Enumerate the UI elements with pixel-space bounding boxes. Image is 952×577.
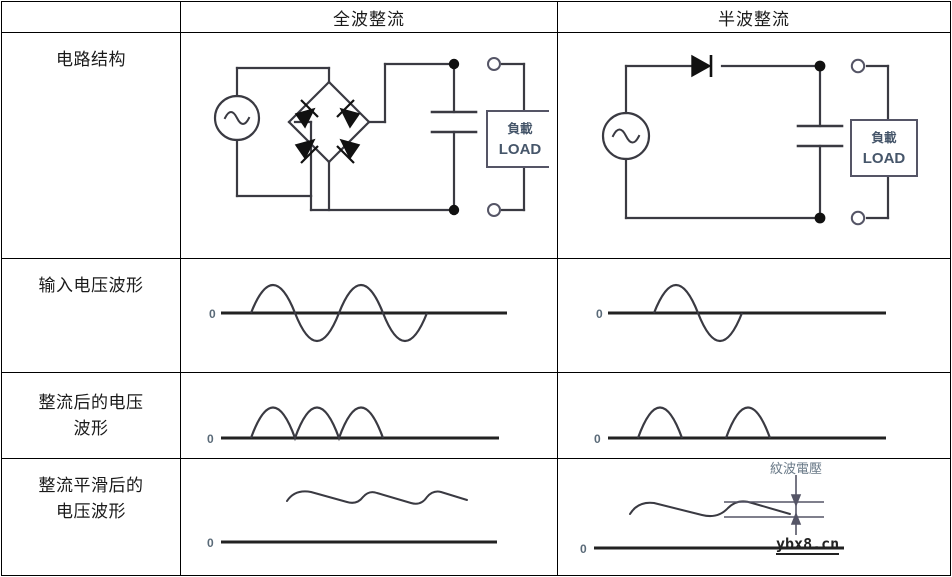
cell-halfwave-rectified-waveform: 0 (557, 372, 951, 459)
load-box: 負載 LOAD (486, 109, 549, 168)
chart-fullwave-rectified: 0 (207, 406, 499, 446)
load-label-cn: 負載 (507, 121, 533, 136)
table-row-smoothed-waveform: 整流平滑后的 电压波形 0 0 (1, 458, 951, 576)
ripple-measure-arrow (790, 474, 802, 535)
fullwave-bridge-circuit-diagram: 負載 LOAD (213, 56, 549, 217)
zero-axis-label: 0 (596, 307, 603, 321)
load-box: 負載 LOAD (850, 118, 918, 177)
bridge-edge-top-left (287, 79, 331, 124)
cell-fullwave-input-waveform: 0 (180, 258, 558, 373)
zero-axis-label: 0 (209, 307, 216, 321)
row-label-circuit: 电路结构 (1, 32, 181, 259)
diode-top-left (294, 98, 319, 129)
load-label-en: LOAD (863, 150, 906, 167)
halfwave-diode-circuit-diagram: 負載 LOAD (601, 54, 918, 225)
row-label-rectified-line1: 整流后的电压 (38, 393, 144, 412)
column-header-fullwave: 全波整流 (180, 1, 558, 33)
table-corner-cell (1, 1, 181, 33)
diode-bottom-left (294, 138, 319, 164)
diode-bottom-right (336, 138, 361, 164)
diode-top-right (336, 98, 361, 129)
chart-fullwave-smoothed: 0 (207, 489, 497, 550)
chart-fullwave-input: 0 (209, 283, 507, 342)
load-label-en: LOAD (499, 141, 542, 158)
cell-halfwave-circuit: 負載 LOAD (557, 32, 951, 259)
junction-dot-bottom (448, 204, 460, 215)
smoothed-ripple-trace (629, 499, 791, 517)
output-terminal-positive (850, 58, 866, 73)
row-label-smoothed-line1: 整流平滑后的 (38, 476, 144, 495)
row-label-smoothed-waveform: 整流平滑后的 电压波形 (1, 458, 181, 576)
cell-fullwave-circuit: 負載 LOAD (180, 32, 558, 259)
row-label-rectified-line2: 波形 (73, 418, 109, 438)
rectified-humps-trace (636, 406, 772, 438)
bridge-edge-top-right (327, 79, 371, 124)
ripple-voltage-annotation: 紋波電壓 (770, 461, 822, 476)
table-row-rectified-waveform: 整流后的电压 波形 0 0 (1, 372, 951, 459)
output-terminal-negative (487, 202, 501, 217)
row-label-rectified-waveform: 整流后的电压 波形 (1, 372, 181, 459)
cell-halfwave-smoothed-waveform: 0 (557, 458, 951, 576)
zero-axis-label: 0 (207, 536, 214, 550)
junction-dot-top (814, 60, 826, 71)
ac-source-sine-glyph (223, 110, 251, 125)
column-header-halfwave: 半波整流 (557, 1, 951, 33)
junction-dot-top (448, 58, 460, 69)
chart-halfwave-input: 0 (596, 283, 886, 342)
cell-halfwave-input-waveform: 0 (557, 258, 951, 373)
bridge-diode-group (294, 98, 361, 164)
cell-fullwave-smoothed-waveform: 0 (180, 458, 558, 576)
chart-halfwave-rectified: 0 (594, 406, 886, 446)
row-label-input-waveform: 输入电压波形 (1, 258, 181, 373)
rectified-humps-trace (249, 406, 385, 441)
watermark: ybx8.cn (776, 535, 840, 555)
row-label-smoothed-line2: 电压波形 (56, 501, 126, 521)
sine-waveform-trace (249, 283, 429, 342)
load-label-cn: 負載 (871, 130, 897, 145)
table-row-input-waveform: 输入电压波形 0 0 (1, 258, 951, 373)
sine-waveform-trace (652, 283, 744, 342)
smoothed-ripple-trace (286, 489, 468, 505)
table-row-circuit: 电路结构 (1, 32, 951, 259)
output-terminal-positive (487, 56, 501, 71)
output-terminal-negative (850, 210, 866, 225)
chart-halfwave-smoothed: 0 (580, 461, 844, 556)
zero-axis-label: 0 (594, 432, 601, 446)
zero-axis-label: 0 (580, 542, 587, 556)
diode-symbol (691, 54, 713, 77)
junction-dot-bottom (814, 212, 826, 223)
cell-fullwave-rectified-waveform: 0 (180, 372, 558, 459)
zero-axis-label: 0 (207, 432, 214, 446)
table-header-row: 全波整流 半波整流 (1, 1, 951, 33)
ac-source-sine-glyph (611, 128, 641, 143)
